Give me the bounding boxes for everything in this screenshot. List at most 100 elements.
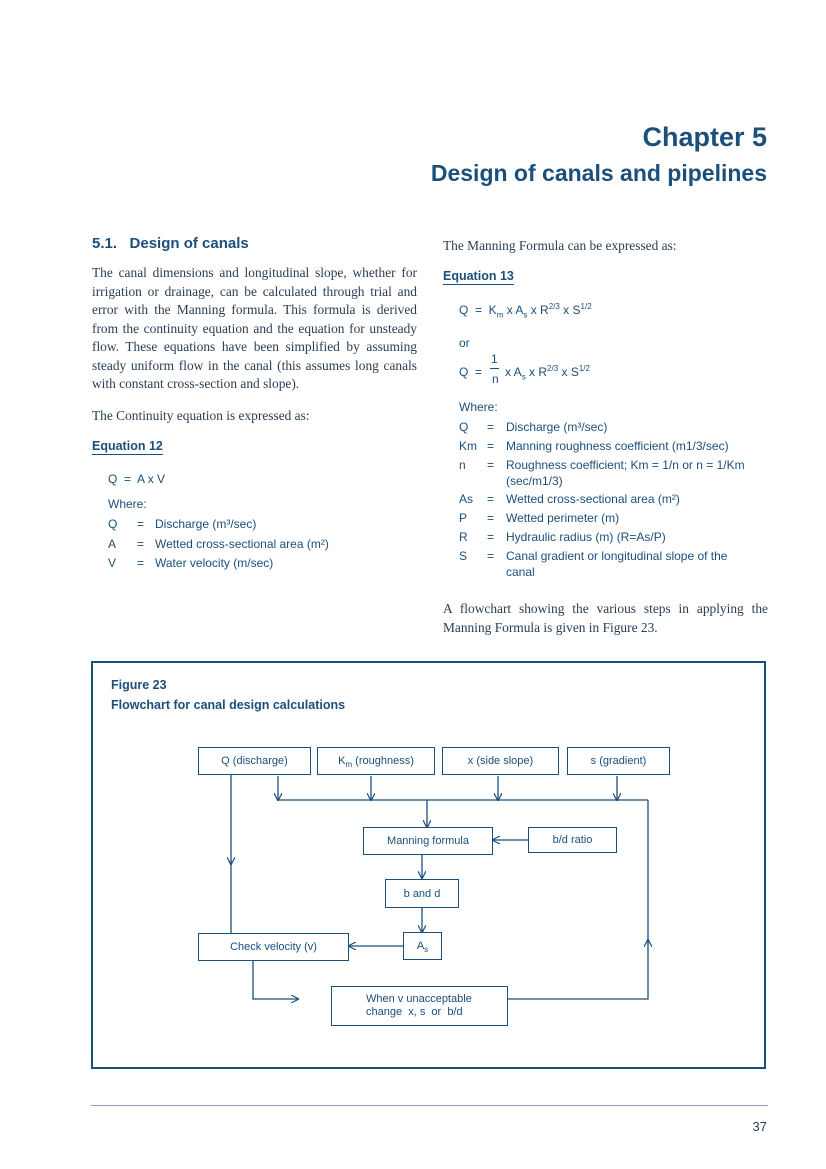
box-label: b and d: [403, 887, 441, 900]
eq-text: Q = K: [459, 303, 497, 317]
equation-13-label: Equation 13: [443, 269, 514, 285]
connector-loop-back: [508, 940, 649, 1000]
def-equals: =: [487, 458, 495, 472]
flow-box-roughness: Km (roughness): [317, 747, 435, 775]
def-text: Wetted cross-sectional area (m²): [506, 492, 680, 506]
flow-box-bd-ratio: b/d ratio: [528, 827, 617, 853]
equation-or: or: [459, 336, 470, 350]
definition-row: As = Wetted cross-sectional area (m²): [459, 491, 759, 507]
box-label-part: A: [416, 940, 425, 952]
definition-row: R = Hydraulic radius (m) (R=As/P): [459, 529, 759, 545]
box-label-part: K: [338, 755, 346, 767]
def-text: Hydraulic radius (m) (R=As/P): [506, 530, 666, 544]
fraction-denominator: n: [492, 372, 499, 386]
def-symbol: As: [459, 492, 474, 506]
equation-13-form-2: Q = 1 n x As x R2/3 x S1/2: [459, 352, 759, 388]
def-symbol: V: [108, 556, 117, 570]
def-text: Wetted cross-sectional area (m²): [155, 537, 329, 551]
def-symbol: Q: [108, 517, 118, 531]
flow-box-manning: Manning formula: [363, 827, 493, 855]
def-text: Wetted perimeter (m): [506, 511, 620, 525]
eq-sub: s: [521, 372, 526, 382]
box-label-line-2: change x, s or b/d: [366, 1006, 463, 1018]
def-text: Water velocity (m/sec): [155, 556, 274, 570]
eq-sub: s: [523, 310, 528, 320]
definition-row: A = Wetted cross-sectional area (m²): [108, 536, 418, 552]
right-intro: The Manning Formula can be expressed as:: [443, 238, 677, 253]
box-label: Check velocity (v): [230, 941, 317, 953]
eq-text: Q =: [459, 365, 483, 379]
left-definition-list: Q = Discharge (m³/sec) A = Wetted cross-…: [108, 516, 418, 576]
flow-box-gradient: s (gradient): [567, 747, 670, 775]
flow-box-unacceptable: When v unacceptable change x, s or b/d: [331, 986, 508, 1026]
box-label: Manning formula: [387, 835, 469, 847]
right-where: Where:: [459, 400, 498, 414]
def-text: Roughness coefficient; Km = 1/n or n = 1…: [506, 458, 745, 488]
box-label-part: (roughness): [352, 755, 414, 767]
eq-text: x A: [503, 303, 524, 317]
equation-12: Q = A x V: [108, 472, 166, 486]
equation-13-form-1: Q = Km x As x R2/3 x S1/2: [459, 302, 592, 320]
box-label: x (side slope): [467, 755, 534, 767]
def-equals: =: [487, 549, 495, 563]
eq-sup: 2/3: [548, 302, 560, 311]
definition-row: Q = Discharge (m³/sec): [108, 516, 418, 532]
left-where: Where:: [108, 497, 147, 511]
definition-row: Km = Manning roughness coefficient (m1/3…: [459, 438, 759, 454]
eq-text: x S: [558, 365, 579, 379]
figure-frame: [91, 661, 766, 1069]
def-text: Discharge (m³/sec): [155, 517, 257, 531]
definition-row: V = Water velocity (m/sec): [108, 555, 418, 571]
def-equals: =: [487, 530, 495, 544]
flow-box-b-and-d: b and d: [385, 879, 459, 908]
eq-text: x R: [527, 303, 549, 317]
def-equals: =: [487, 492, 495, 506]
def-text: Manning roughness coefficient (m1/3/sec): [506, 439, 729, 453]
footer-rule: [91, 1105, 768, 1106]
def-symbol: S: [459, 549, 468, 563]
equation-12-label: Equation 12: [92, 439, 163, 455]
box-label: Q (discharge): [221, 755, 288, 767]
definition-row: P = Wetted perimeter (m): [459, 510, 759, 526]
box-label-sub: s: [424, 945, 429, 955]
flow-box-check-velocity: Check velocity (v): [198, 933, 349, 961]
box-label-sub: m: [345, 760, 353, 770]
definition-row: n = Roughness coefficient; Km = 1/n or n…: [459, 457, 759, 489]
def-symbol: R: [459, 530, 468, 544]
eq-text: x R: [525, 365, 548, 379]
def-symbol: Q: [459, 420, 469, 434]
left-paragraph-1: The canal dimensions and longitudinal sl…: [92, 265, 417, 391]
eq-sup: 2/3: [547, 364, 559, 373]
right-closing: A flowchart showing the various steps in…: [443, 601, 768, 635]
flow-box-side-slope: x (side slope): [442, 747, 559, 775]
page-number: 37: [752, 1119, 767, 1134]
def-symbol: P: [459, 511, 468, 525]
box-label: s (gradient): [590, 755, 647, 767]
box-label: As: [416, 940, 429, 955]
eq-text: x A: [505, 365, 522, 379]
def-symbol: Km: [459, 439, 477, 453]
box-label: Km (roughness): [338, 755, 414, 770]
eq-sup: 1/2: [580, 302, 592, 311]
figure-label: Figure 23: [111, 678, 167, 692]
flow-box-discharge: Q (discharge): [198, 747, 311, 775]
def-equals: =: [137, 517, 145, 531]
right-definition-list: Q = Discharge (m³/sec) Km = Manning roug…: [459, 419, 759, 584]
eq-sub: m: [496, 310, 504, 320]
chapter-title: Design of canals and pipelines: [430, 160, 767, 186]
fraction-numerator: 1: [491, 352, 498, 366]
def-equals: =: [487, 420, 495, 434]
section-heading: 5.1. Design of canals: [92, 235, 249, 252]
eq-tail: x As x R2/3 x S1/2: [505, 364, 590, 382]
figure-title: Flowchart for canal design calculations: [111, 698, 346, 712]
box-label-line-1: When v unacceptable: [366, 993, 472, 1005]
eq-sup: 1/2: [578, 364, 590, 373]
connector-velocity-to-unacceptable: [252, 960, 298, 999]
def-equals: =: [487, 439, 495, 453]
eq-text: x S: [559, 303, 581, 317]
def-text: Discharge (m³/sec): [506, 420, 608, 434]
chapter-number: Chapter 5: [642, 122, 767, 152]
fraction-bar: [490, 368, 499, 369]
def-text: Canal gradient or longitudinal slope of …: [506, 549, 728, 579]
